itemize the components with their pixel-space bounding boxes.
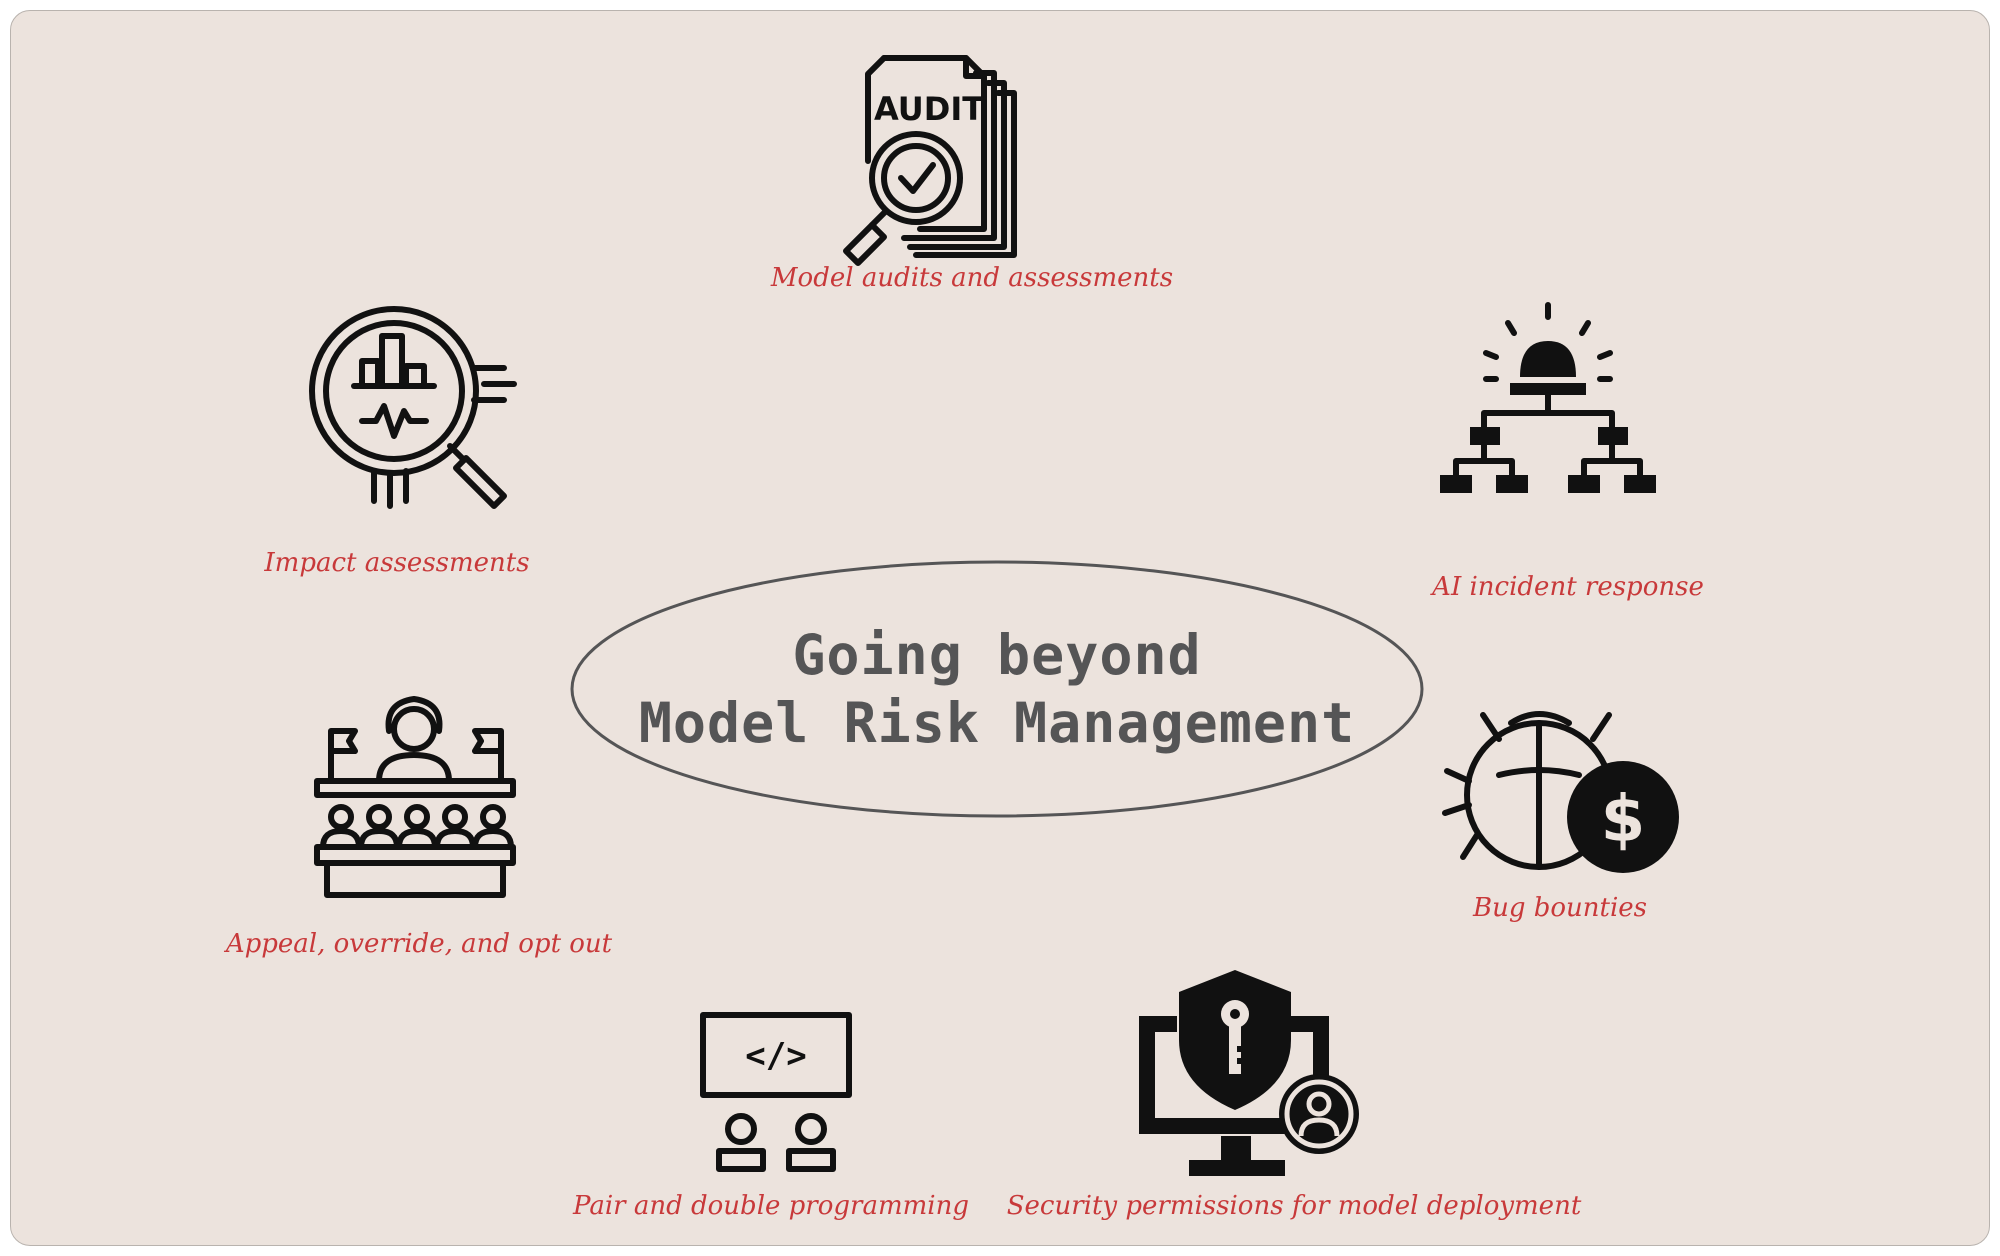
label-security-permissions: Security permissions for model deploymen… (1006, 1191, 1582, 1221)
label-bug-bounties: Bug bounties (1472, 893, 1648, 923)
label-impact-assessments: Impact assessments (264, 548, 530, 578)
tribunal-audience-icon (314, 696, 516, 898)
siren-hierarchy-icon (1440, 302, 1656, 493)
center-title-line2: Model Risk Management (638, 691, 1356, 755)
audit-document-magnifier-icon: AUDIT (843, 55, 1017, 266)
center-ellipse: Going beyond Model Risk Management (569, 559, 1425, 819)
code-screen-pair-icon: </> (700, 1012, 852, 1172)
label-pair-double-programming: Pair and double programming (573, 1191, 969, 1221)
diagram-canvas: Going beyond Model Risk Management AUDIT… (10, 10, 1990, 1246)
center-title-line1: Going beyond (792, 623, 1202, 687)
label-ai-incident-response: AI incident response (1432, 572, 1704, 602)
center-title: Going beyond Model Risk Management (569, 559, 1425, 819)
bug-dollar-icon: $ (1442, 711, 1679, 873)
audit-icon-text: AUDIT (874, 90, 984, 128)
bug-bounty-dollar-text: $ (1601, 783, 1646, 857)
magnifier-chart-icon (309, 306, 517, 509)
label-appeal-override-opt-out: Appeal, override, and opt out (225, 929, 613, 959)
monitor-shield-key-user-icon (1139, 970, 1359, 1176)
code-brackets-text: </> (745, 1036, 806, 1076)
label-model-audits: Model audits and assessments (770, 263, 1174, 293)
